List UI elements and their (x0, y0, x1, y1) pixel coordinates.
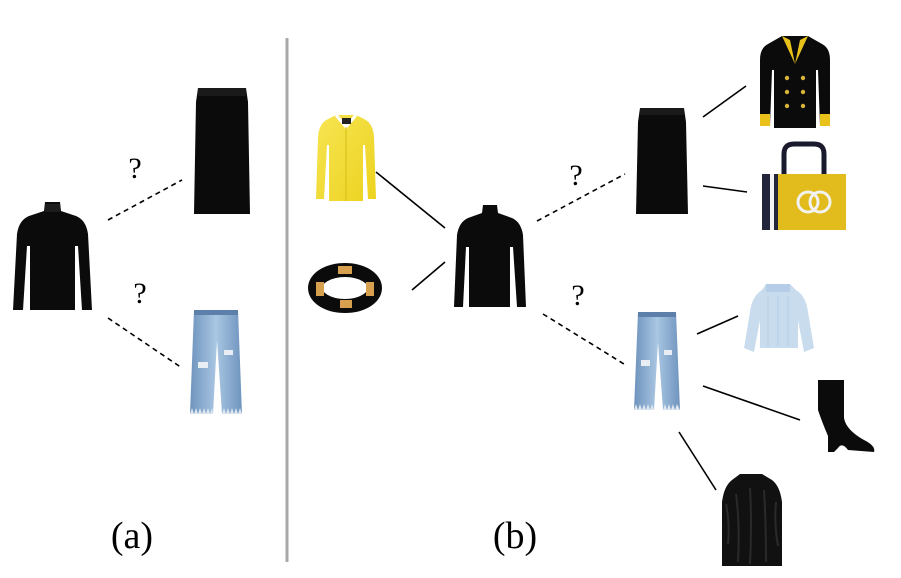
ripped-jeans-icon (190, 310, 242, 414)
link-skirt-blazer (702, 85, 747, 118)
black-gold-bracelet-icon (308, 263, 382, 313)
link-jeans-fur-coat (678, 431, 717, 491)
question-mark: ? (133, 277, 146, 310)
link-jeans-light-sweater (696, 315, 739, 335)
dashed-link-sweater-jeans (107, 317, 183, 369)
panel-a: ? ? (a) (13, 88, 250, 557)
link-skirt-handbag (702, 185, 748, 193)
dashed-link-sweater-skirt (107, 179, 183, 221)
black-pencil-skirt-icon (636, 108, 688, 214)
dashed-link-sweater-jeans (542, 313, 625, 365)
link-bracelet-sweater (411, 261, 446, 291)
yellow-handbag-icon (762, 141, 846, 230)
link-cardigan-sweater (375, 171, 446, 229)
question-mark: ? (569, 159, 582, 192)
panel-label-a: (a) (111, 515, 153, 557)
black-turtleneck-sweater-icon (454, 205, 526, 307)
panel-label-b: (b) (493, 515, 537, 557)
black-ankle-boot-icon (818, 380, 875, 452)
dashed-link-sweater-skirt (536, 173, 626, 222)
black-yellow-blazer-icon (760, 36, 830, 128)
link-jeans-boot (702, 385, 801, 421)
light-blue-sweater-icon (744, 284, 814, 352)
black-turtleneck-sweater-icon (13, 202, 92, 310)
black-pencil-skirt-icon (194, 88, 250, 214)
black-fur-coat-icon (722, 474, 782, 566)
question-mark: ? (571, 279, 584, 312)
panel-b: ? ? (b) (308, 36, 875, 566)
yellow-cardigan-icon (316, 114, 376, 201)
ripped-jeans-icon (634, 312, 680, 410)
question-mark: ? (128, 152, 141, 185)
